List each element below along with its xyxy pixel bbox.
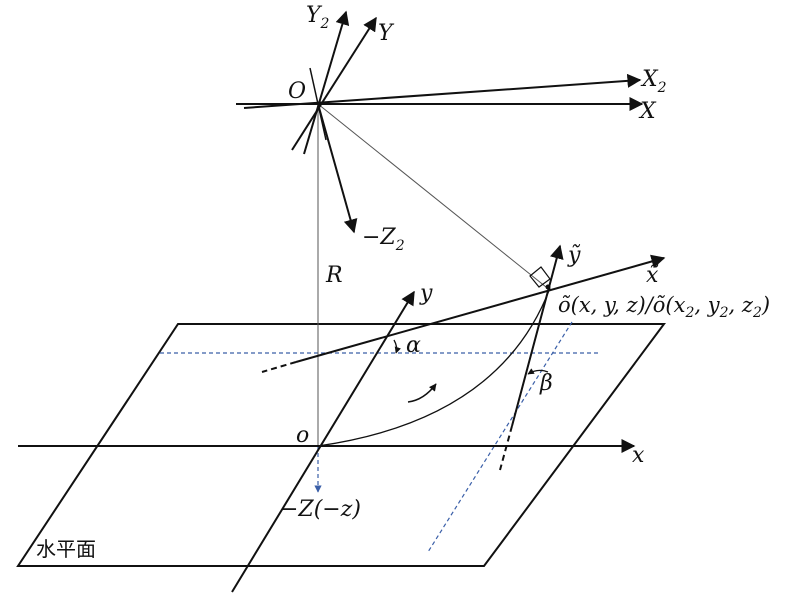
alpha-angle-arc (393, 339, 401, 354)
label-axis-y: Y (378, 21, 395, 46)
label-alpha: α (406, 333, 421, 358)
x-tilde-axis-dashed-extension (261, 361, 297, 373)
label-axis-x: X (638, 99, 657, 124)
label-point-sub2: 2 (719, 305, 729, 321)
label-axis-x-lower: x (632, 443, 645, 468)
rotation-arrow (407, 383, 437, 403)
label-axis-neg-z: −Z(−z) (280, 497, 361, 522)
label-point-sub3: 2 (752, 305, 762, 321)
label-origin-upper: O (288, 79, 306, 104)
label-axis-y-lower: y (419, 281, 433, 306)
y-upper-axis (291, 16, 377, 151)
label-axis-neg-z2-sub: 2 (395, 238, 405, 254)
label-point-b: , y (694, 293, 720, 317)
label-point-c: , z (729, 293, 754, 317)
label-point: õ(x, y, z)/õ(x2, y2, z2) (558, 293, 770, 321)
label-axis-x-tilde: x̃ (646, 263, 659, 288)
label-radius: R (325, 263, 343, 288)
label-beta: β (539, 371, 553, 396)
label-point-sub1: 2 (684, 305, 694, 321)
label-axis-y2-sub: 2 (320, 16, 330, 32)
label-axis-y2: Y2 (306, 3, 330, 32)
label-origin-lower: o (296, 423, 309, 448)
label-axis-neg-z2: −Z2 (362, 225, 405, 254)
point-o-tilde (545, 284, 551, 290)
trajectory-arc (317, 287, 551, 447)
x2-axis (243, 73, 642, 109)
y2-axis (303, 10, 350, 155)
beta-angle-arc (527, 368, 549, 375)
y-tilde-axis (511, 244, 564, 427)
label-axis-x2-sub: 2 (657, 80, 667, 96)
horizontal-plane (16, 323, 666, 567)
x-tilde-axis (295, 254, 666, 363)
label-point-a: õ(x, y, z)/õ(x (558, 293, 686, 317)
label-axis-neg-z2-main: −Z (362, 225, 396, 250)
label-plane: 水平面 (36, 537, 96, 561)
o-to-point-line (317, 103, 547, 288)
label-axis-x2: X2 (640, 67, 667, 96)
right-angle-marker (529, 266, 551, 288)
label-axis-y2-main: Y (306, 3, 323, 28)
label-point-d: ) (761, 293, 770, 317)
y-tilde-axis-dashed-extension (499, 425, 513, 471)
y-tilde-projection-dashed-line (427, 321, 573, 553)
y-lower-axis (231, 290, 415, 593)
label-axis-x2-main: X (640, 67, 659, 92)
label-axis-y-tilde: ỹ (567, 243, 581, 268)
neg-z2-axis (317, 103, 358, 234)
